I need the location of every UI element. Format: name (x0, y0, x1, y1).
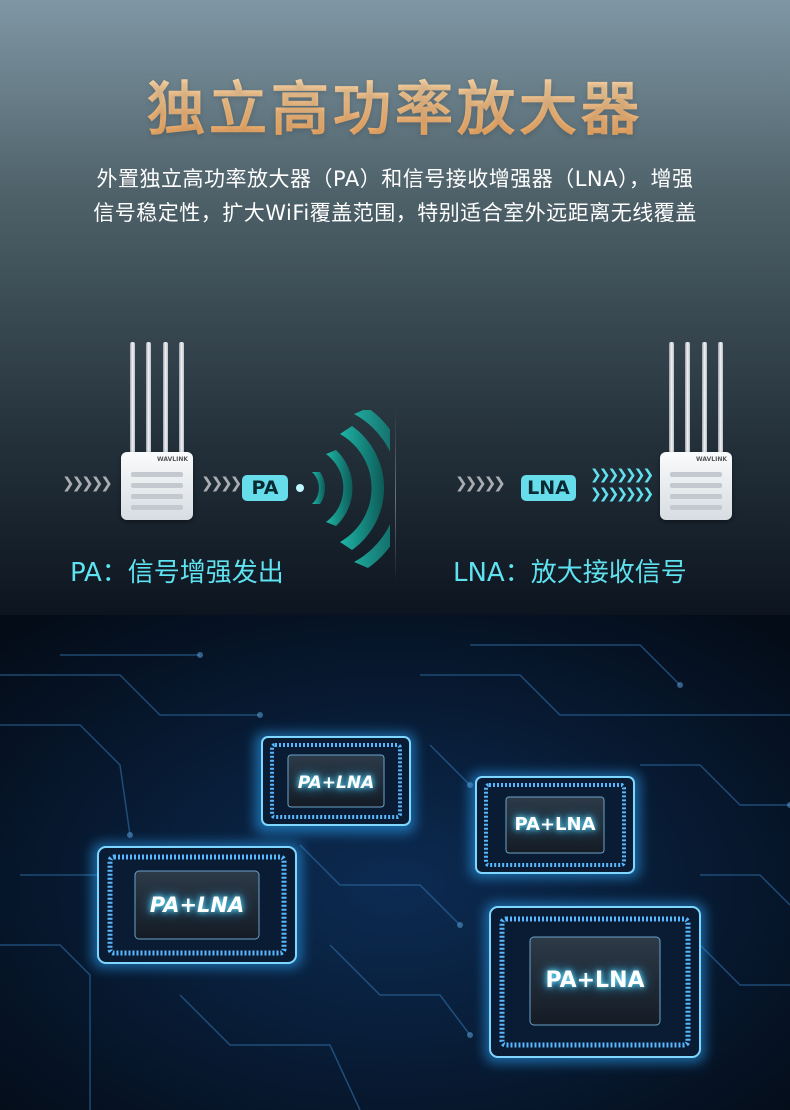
router-body: WAVLINK (660, 452, 732, 520)
router-rib (131, 494, 183, 499)
lna-router-device: WAVLINK (660, 342, 732, 520)
antenna (701, 342, 707, 460)
router-rib (131, 505, 183, 510)
subtitle: 外置独立高功率放大器（PA）和信号接收增强器（LNA），增强 信号稳定性，扩大W… (20, 162, 770, 230)
circuit-board-image (0, 615, 790, 1110)
lna-tag: LNA (521, 475, 576, 501)
wave-1 (312, 472, 326, 504)
chip-3 (97, 846, 297, 964)
chip-1-label: PA+LNA (297, 773, 375, 793)
router-brand: WAVLINK (157, 456, 188, 463)
pa-tag: PA (242, 475, 288, 501)
router-rib (670, 494, 722, 499)
section-divider (395, 410, 396, 585)
antenna (178, 342, 184, 460)
wave-3 (340, 426, 385, 550)
chip-3-label: PA+LNA (149, 893, 245, 917)
router-brand: WAVLINK (696, 456, 727, 463)
pa-output-arrows: ❯❯❯❯ (201, 474, 242, 492)
chip-4-label: PA+LNA (545, 968, 645, 993)
chip-2 (475, 776, 635, 874)
pa-caption: PA：信号增强发出 (70, 558, 284, 588)
antenna (717, 342, 723, 460)
router-rib (670, 505, 722, 510)
wave-2 (326, 450, 353, 526)
chip-1 (261, 736, 411, 826)
router-body: WAVLINK (121, 452, 193, 520)
router-rib (131, 472, 183, 477)
chip-2-label: PA+LNA (514, 814, 596, 835)
lna-cyan-arrows-bottom: ❯❯❯❯❯❯❯ (590, 486, 654, 502)
pa-input-arrows: ❯❯❯❯❯ (62, 474, 113, 492)
lna-input-arrows: ❯❯❯❯❯ (455, 474, 506, 492)
antennas (669, 342, 723, 460)
signal-dot (296, 484, 304, 492)
lna-cyan-arrows-top: ❯❯❯❯❯❯❯ (590, 467, 654, 483)
router-rib (131, 483, 183, 488)
antennas (130, 342, 184, 460)
pa-router-device: WAVLINK (121, 342, 193, 520)
antenna (685, 342, 691, 460)
wave-4 (354, 410, 390, 568)
subtitle-line-2: 信号稳定性，扩大WiFi覆盖范围，特别适合室外远距离无线覆盖 (93, 201, 697, 225)
antenna (162, 342, 168, 460)
router-rib (670, 472, 722, 477)
traces (0, 644, 790, 1110)
lna-caption: LNA：放大接收信号 (453, 558, 687, 588)
chip-4 (489, 906, 701, 1058)
signal-wave-icon (296, 410, 390, 568)
antenna (669, 342, 674, 460)
antenna (130, 342, 135, 460)
subtitle-line-1: 外置独立高功率放大器（PA）和信号接收增强器（LNA），增强 (96, 167, 694, 191)
page-title: 独立高功率放大器 (0, 62, 790, 146)
router-rib (670, 483, 722, 488)
antenna (146, 342, 152, 460)
